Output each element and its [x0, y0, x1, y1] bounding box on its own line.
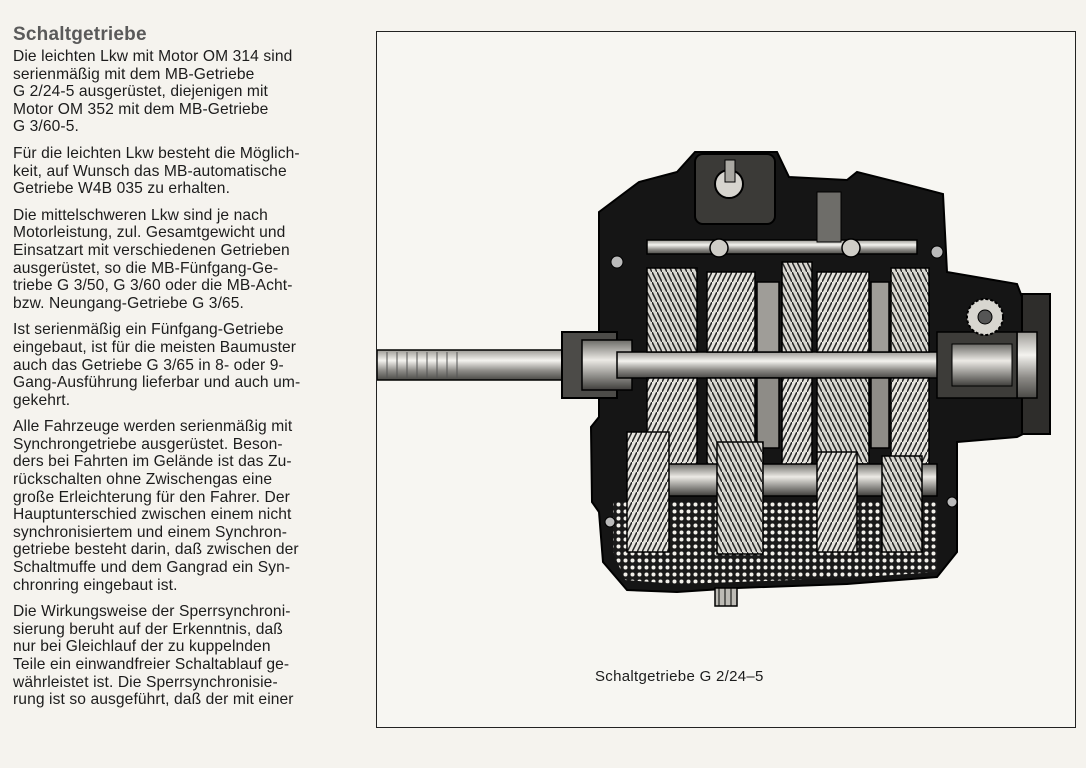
countershaft-gear-d [881, 455, 923, 553]
paragraph-5: Alle Fahrzeuge werden serienmäßig mit Sy… [13, 418, 299, 594]
gear-3-upper [816, 271, 870, 353]
gear-2-upper [781, 261, 813, 353]
gear-5-upper [646, 267, 698, 353]
gear-1-upper [706, 271, 756, 353]
shift-rail [646, 239, 918, 255]
gearbox-figure: Schaltgetriebe G 2/24–5 [376, 31, 1076, 728]
paragraph-2: Für die leichten Lkw besteht die Möglich… [13, 144, 300, 198]
synchro-2 [870, 281, 890, 353]
figure-caption: Schaltgetriebe G 2/24–5 [595, 668, 764, 685]
paragraph-1: Die leichten Lkw mit Motor OM 314 sind s… [13, 48, 293, 136]
paragraph-4: Ist serienmäßig ein Fünfgang-Getriebe ei… [13, 321, 301, 409]
countershaft-gear-c [816, 451, 858, 553]
countershaft-gear-b [716, 441, 764, 555]
drain-plug [714, 587, 738, 607]
section-heading: Schaltgetriebe [13, 24, 147, 45]
paragraph-6: Die Wirkungsweise der Sperrsynchroni- si… [13, 603, 294, 709]
synchro-1 [756, 281, 780, 353]
gear-4-upper [890, 267, 930, 353]
countershaft-gear-a [626, 431, 670, 553]
gearbox-cutaway-illustration [377, 151, 1051, 607]
paragraph-3: Die mittelschweren Lkw sind je nach Moto… [13, 206, 293, 312]
article-text-column: Schaltgetriebe Die leichten Lkw mit Moto… [13, 24, 358, 718]
